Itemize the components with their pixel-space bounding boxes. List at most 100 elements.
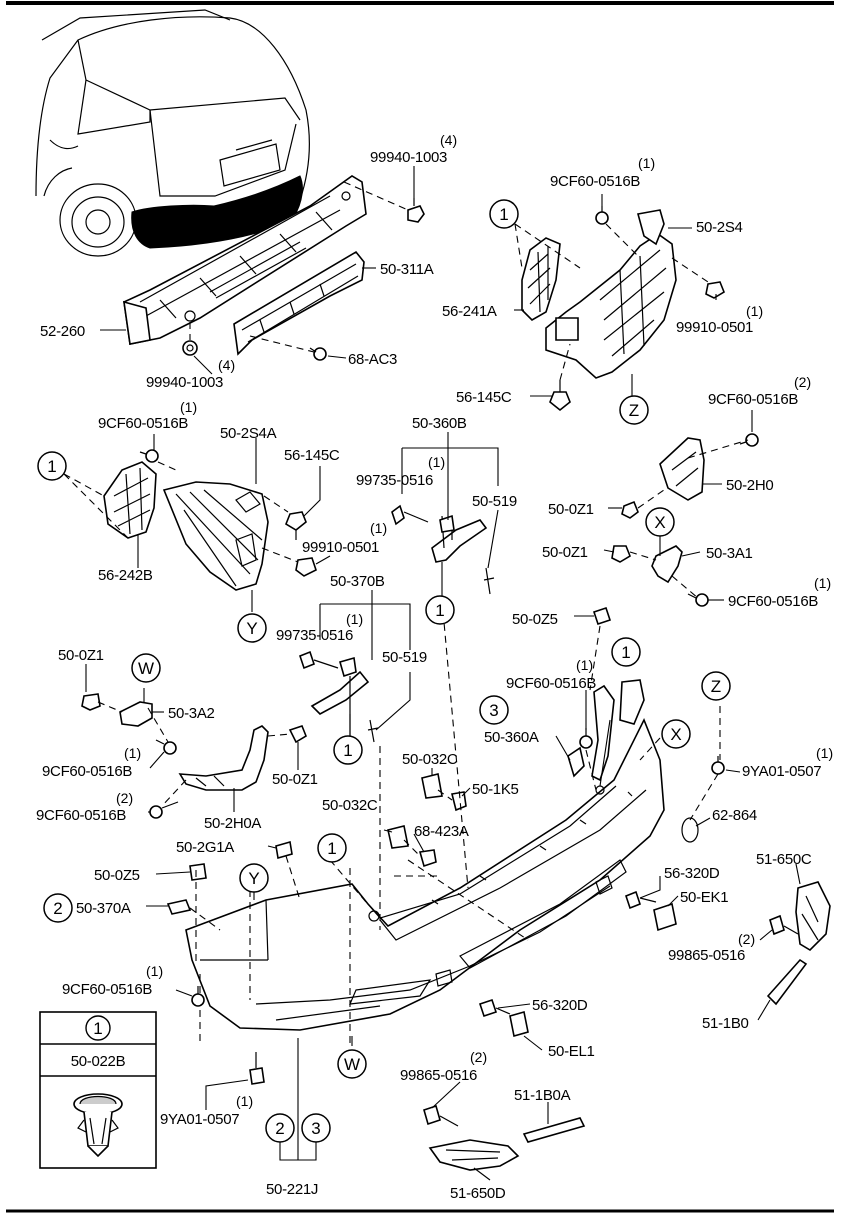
label-q-9cf60-r2: (2)	[794, 374, 811, 390]
screw-9cf60-r3	[687, 593, 709, 607]
label-p-9cf60-l2: 9CF60-0516B	[36, 807, 126, 824]
label-p-62-864: 62-864	[712, 807, 757, 824]
label-p-56-242b: 56-242B	[98, 567, 153, 584]
ref-marker-x: X	[661, 719, 691, 749]
label-p-50-519-b: 50-519	[382, 649, 427, 666]
ref-marker-1: 1	[489, 199, 519, 229]
bracket-50-360a-stay	[591, 679, 645, 782]
label-p-50-2s4a: 50-2S4A	[220, 425, 277, 442]
screw-99865-b	[423, 1104, 459, 1127]
label-p-50-2h0a: 50-2H0A	[204, 815, 261, 832]
label-q-9cf60-ml: (1)	[180, 399, 197, 415]
label-q-99940-1003-b: (4)	[218, 357, 235, 373]
screw-99865-a	[769, 914, 799, 936]
label-p-9cf60-ml: 9CF60-0516B	[98, 415, 188, 432]
label-p-68-ac3: 68-AC3	[348, 351, 397, 368]
ref-marker-text: X	[670, 725, 681, 744]
label-p-50-ek1: 50-EK1	[680, 889, 728, 906]
label-q-9cf60-c: (1)	[576, 657, 593, 673]
clip-50-0z1-left	[81, 693, 101, 711]
label-p-50-2g1a: 50-2G1A	[176, 839, 234, 856]
label-p-50-360b: 50-360B	[412, 415, 467, 432]
label-q-99910-0501-m: (1)	[370, 520, 387, 536]
label-p-50-0z5-l: 50-0Z5	[94, 867, 140, 884]
label-p-9cf60-r3: 9CF60-0516B	[728, 593, 818, 610]
garnish-51-1b0	[766, 958, 808, 1006]
vehicle-rear-sketch	[35, 9, 310, 257]
label-p-51-1b0a: 51-1B0A	[514, 1087, 571, 1104]
garnish-51-1b0a	[522, 1117, 586, 1143]
bracket-50-ek1	[653, 902, 677, 932]
ref-marker-1: 1	[333, 735, 363, 765]
screw-9cf60-l2	[149, 801, 179, 819]
clip-56-145c-mid	[285, 511, 307, 540]
label-p-51-650d: 51-650D	[450, 1185, 506, 1202]
pin-50-519-b	[367, 719, 379, 743]
bolt-99735-b	[299, 650, 339, 670]
label-p-68-423a: 68-423A	[414, 823, 469, 840]
ref-marker-text: Z	[629, 401, 639, 420]
nut-50-032c-a	[421, 773, 443, 799]
ref-marker-1: 1	[317, 833, 347, 863]
clip-50-0z1-r2	[611, 545, 631, 563]
bracket-50-2s4a	[162, 481, 269, 591]
bracket-50-3a1	[651, 545, 683, 584]
ref-marker-text: W	[138, 659, 154, 678]
label-p-56-241a: 56-241A	[442, 303, 497, 320]
label-p-50-2s4: 50-2S4	[696, 219, 743, 236]
label-p-50-370b: 50-370B	[330, 573, 385, 590]
label-p-9cf60-c: 9CF60-0516B	[506, 675, 596, 692]
bolt-9ya01-right	[711, 756, 725, 775]
label-q-9ya01-r: (1)	[816, 745, 833, 761]
label-p-50-3a2: 50-3A2	[168, 705, 215, 722]
label-q-99865-a: (2)	[738, 931, 755, 947]
push-clip-icon	[73, 1093, 123, 1158]
grommet-62-864	[681, 817, 699, 843]
label-q-99735-b: (1)	[346, 611, 363, 627]
legend-box: 1 50-022B	[39, 1011, 157, 1169]
ref-marker-x: X	[645, 507, 675, 537]
label-p-50-032c-a: 50-032C	[402, 751, 458, 768]
ref-marker-2: 2	[43, 893, 73, 923]
ref-marker-text: 1	[327, 839, 336, 858]
clip-50-0z1-mid	[288, 725, 307, 744]
label-p-50-519-a: 50-519	[472, 493, 517, 510]
label-p-50-2h0: 50-2H0	[726, 477, 773, 494]
reflector-51-650c	[795, 881, 831, 952]
clip-68-423a	[418, 849, 437, 868]
label-p-50-360a: 50-360A	[484, 729, 539, 746]
screw-9cf60-r2	[739, 433, 759, 447]
clip-50-1k5	[451, 791, 467, 812]
label-p-99910-0501-r: 99910-0501	[676, 319, 753, 336]
reinforcement-beam	[123, 175, 367, 345]
clip-99940-1003-bottom	[182, 340, 198, 356]
clip-50-370a	[166, 899, 192, 915]
label-p-99735-b: 99735-0516	[276, 627, 353, 644]
ref-marker-text: Y	[246, 619, 257, 638]
bracket-56-242b	[103, 461, 157, 539]
legend-part-number: 50-022B	[71, 1053, 126, 1070]
label-q-9cf60-tr: (1)	[638, 155, 655, 171]
ref-marker-text: 1	[435, 601, 444, 620]
ref-marker-text: Z	[711, 677, 721, 696]
label-p-56-145c-r: 56-145C	[456, 389, 512, 406]
screw-56-320d-b	[478, 998, 511, 1018]
ref-marker-1: 1	[425, 595, 455, 625]
label-q-9ya01-b: (1)	[236, 1093, 253, 1109]
bracket-50-2h0	[659, 437, 705, 501]
ref-marker-z: Z	[701, 671, 731, 701]
nut-99910-0501-mid	[295, 557, 317, 577]
bracket-50-3a2	[119, 701, 153, 727]
clip-50-0z5-left	[189, 863, 207, 881]
ref-marker-w: W	[337, 1049, 367, 1079]
label-q-9cf60-bl: (1)	[146, 963, 163, 979]
label-p-51-1b0: 51-1B0	[702, 1015, 749, 1032]
label-p-99865-a: 99865-0516	[668, 947, 745, 964]
ref-marker-w: W	[131, 653, 161, 683]
reflector-51-650d	[428, 1139, 520, 1171]
bracket-50-2s4	[545, 209, 677, 379]
label-p-50-0z1-l: 50-0Z1	[58, 647, 104, 664]
label-q-9cf60-l1: (1)	[124, 745, 141, 761]
clip-50-0z5-right	[592, 606, 612, 626]
ref-marker-1: 1	[611, 637, 641, 667]
